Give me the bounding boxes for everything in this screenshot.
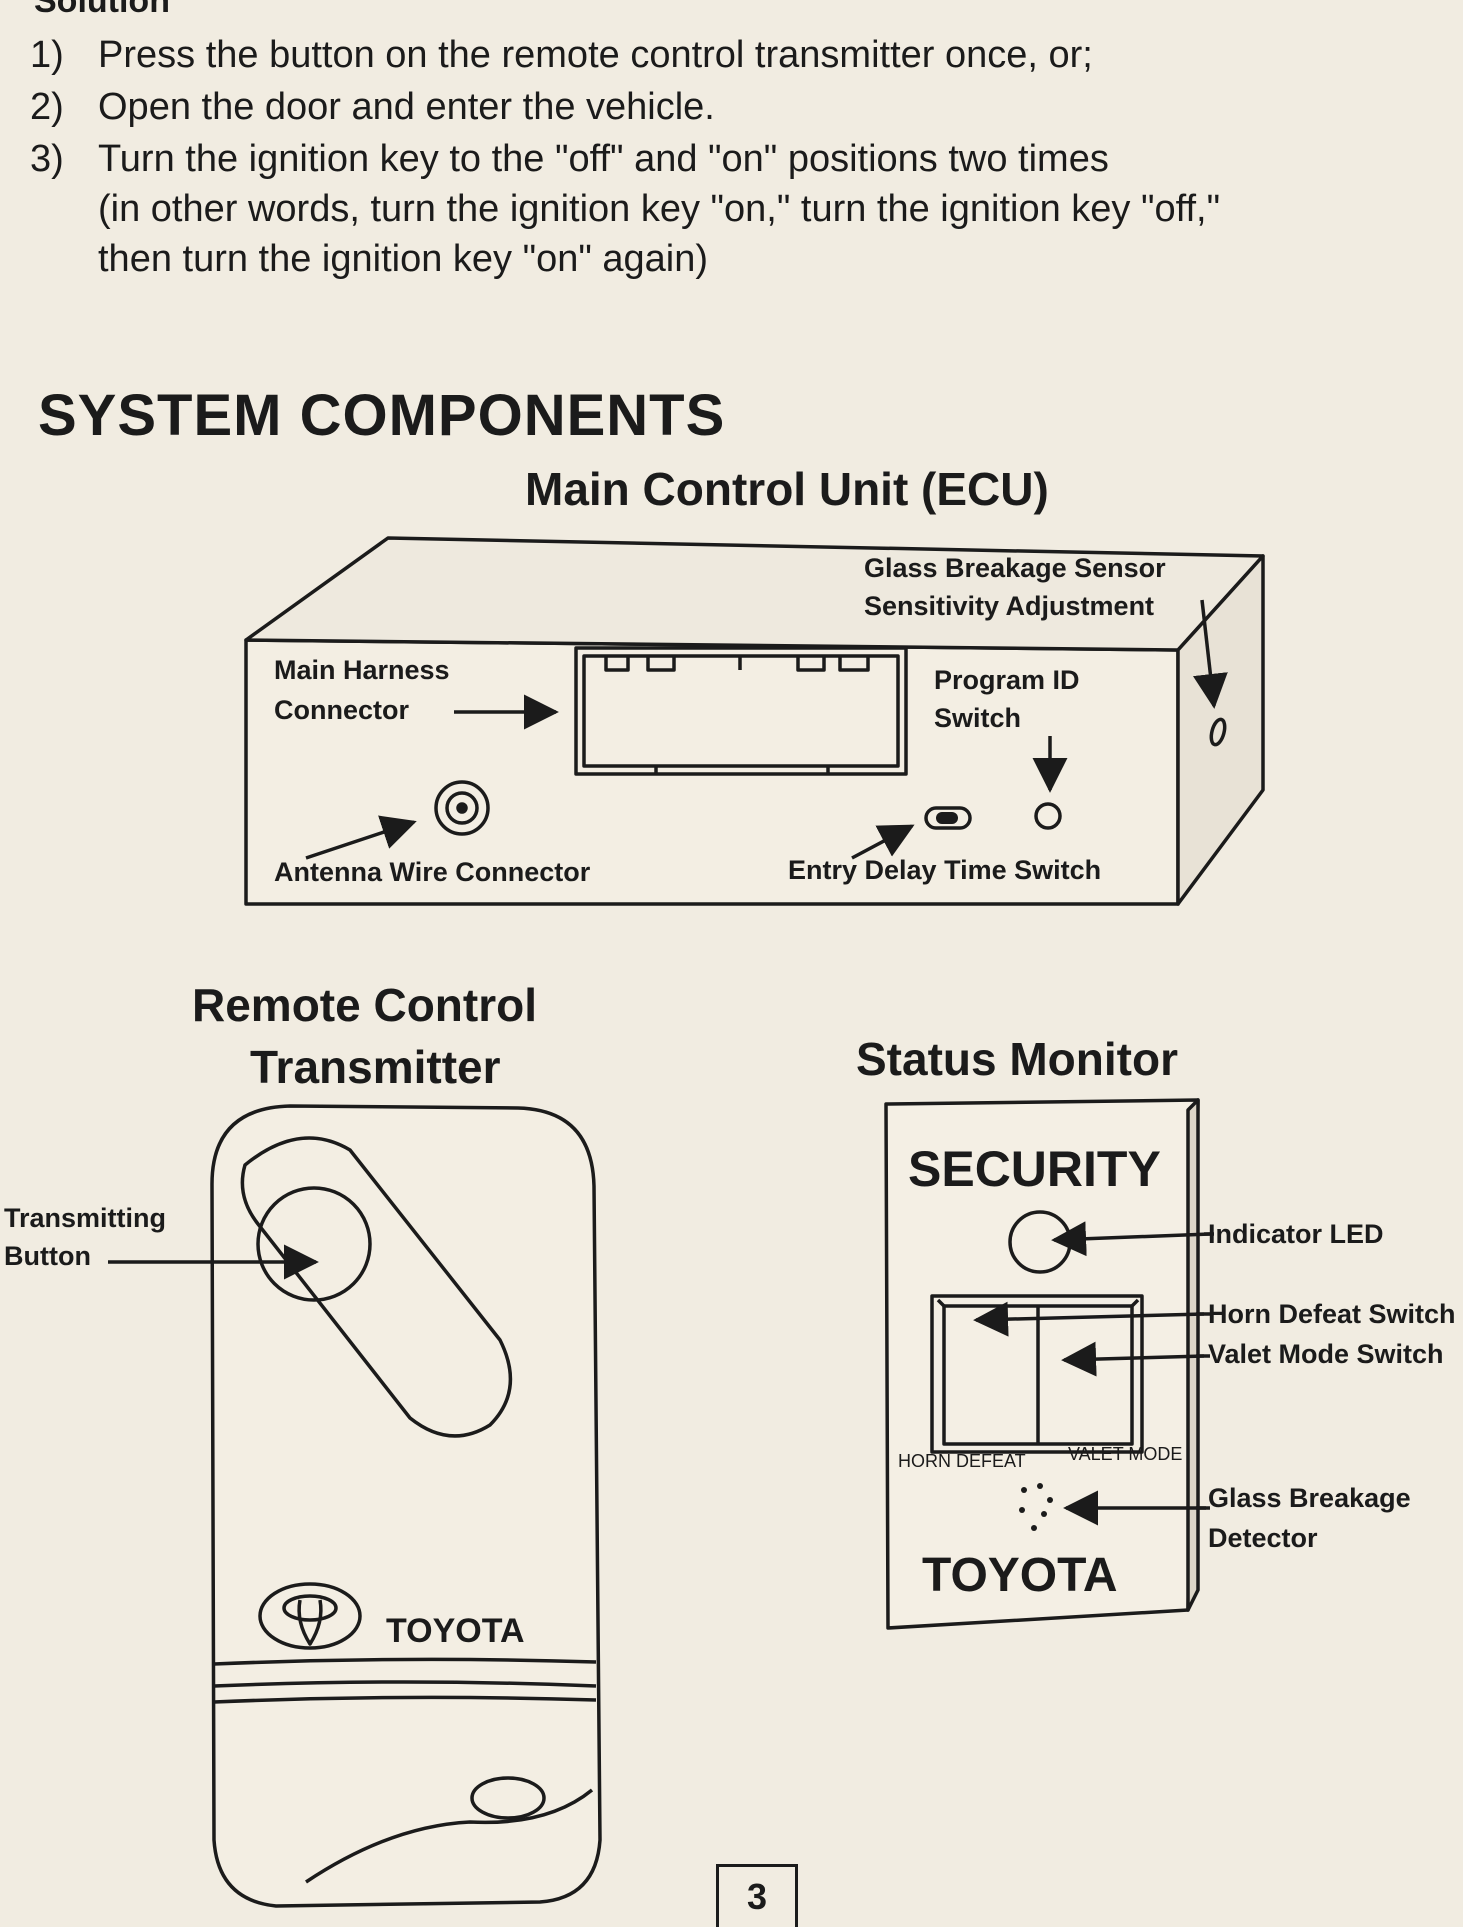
remote-brand: TOYOTA — [386, 1612, 525, 1650]
glass-detector-label-2: Detector — [1208, 1523, 1318, 1553]
step-text: Turn the ignition key to the "off" and "… — [98, 138, 1109, 180]
toyota-logo-icon — [258, 1582, 362, 1650]
ecu-title: Main Control Unit (ECU) — [525, 463, 1049, 515]
program-id-label-2: Switch — [934, 703, 1022, 733]
glass-sensor-label-1: Glass Breakage Sensor — [864, 553, 1166, 583]
step-number: 3) — [30, 138, 64, 180]
program-id-switch — [1034, 802, 1062, 830]
solution-heading-fragment: Solution — [34, 0, 170, 20]
harness-label-1: Main Harness — [274, 655, 450, 685]
transmitting-button-label-1: Transmitting — [4, 1203, 167, 1233]
monitor-security-text: SECURITY — [908, 1141, 1161, 1197]
remote-control-body — [210, 1104, 602, 1908]
remote-title-1: Remote Control — [192, 979, 537, 1031]
ecu-box — [244, 536, 1265, 906]
step-3-line-2: (in other words, turn the ignition key "… — [98, 188, 1221, 230]
valet-mode-label: Valet Mode Switch — [1208, 1339, 1444, 1369]
glass-sensor-label-2: Sensitivity Adjustment — [864, 591, 1155, 621]
remote-title-2: Transmitter — [250, 1041, 501, 1093]
main-harness-connector — [574, 646, 908, 776]
harness-label-2: Connector — [274, 695, 409, 725]
section-heading: SYSTEM COMPONENTS — [38, 383, 726, 448]
transmitting-button-label-2: Button — [4, 1241, 91, 1271]
step-number: 1) — [30, 34, 64, 76]
step-3: 3) Turn the ignition key to the "off" and… — [30, 134, 1109, 184]
switch-label-horn-defeat: HORN DEFEAT — [898, 1451, 1026, 1471]
transmitting-button — [256, 1186, 372, 1302]
monitor-brand: TOYOTA — [922, 1549, 1118, 1602]
step-2: 2) Open the door and enter the vehicle. — [30, 82, 715, 132]
indicator-led-label: Indicator LED — [1208, 1219, 1384, 1249]
monitor-title: Status Monitor — [856, 1033, 1178, 1085]
entry-delay-switch — [924, 806, 972, 830]
glass-detector-label-1: Glass Breakage — [1208, 1483, 1411, 1513]
program-id-label-1: Program ID — [934, 665, 1080, 695]
entry-delay-label: Entry Delay Time Switch — [788, 855, 1102, 885]
horn-defeat-label: Horn Defeat Switch — [1208, 1299, 1456, 1329]
step-3-line-3: then turn the ignition key "on" again) — [98, 238, 709, 280]
step-1: 1) Press the button on the remote control… — [30, 30, 1093, 80]
step-number: 2) — [30, 86, 64, 128]
step-text: Press the button on the remote control t… — [98, 34, 1093, 76]
switch-label-valet-mode: VALET MODE — [1068, 1444, 1183, 1464]
page-number: 3 — [716, 1864, 798, 1927]
antenna-label: Antenna Wire Connector — [274, 857, 591, 887]
step-text: Open the door and enter the vehicle. — [98, 86, 715, 128]
antenna-wire-connector — [434, 780, 490, 836]
glass-breakage-detector-grille — [1019, 1483, 1053, 1531]
sensitivity-adjust-knob — [1209, 717, 1227, 747]
